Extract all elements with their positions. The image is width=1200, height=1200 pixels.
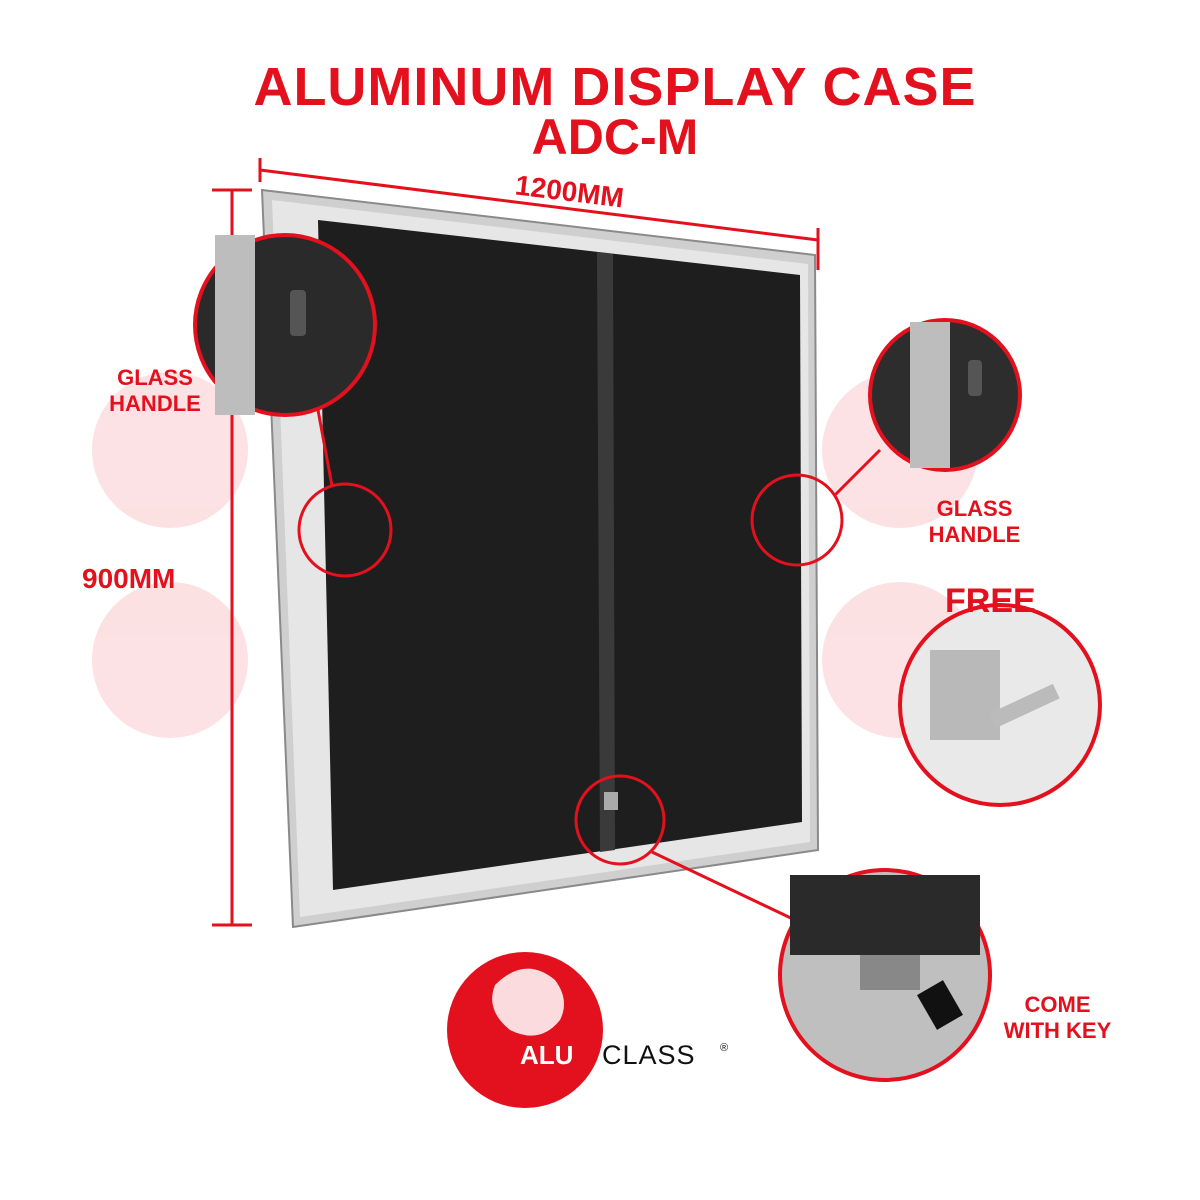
free-label: FREE xyxy=(945,582,1036,620)
logo-class-text: CLASS xyxy=(602,1040,696,1070)
label-line: HANDLE xyxy=(928,522,1021,547)
aluclass-logo xyxy=(447,952,603,1108)
label-line: GLASS xyxy=(117,365,193,390)
title-line-1: ALUMINUM DISPLAY CASE xyxy=(253,57,977,117)
sliding-door-divider xyxy=(597,252,615,852)
height-label: 900MM xyxy=(82,563,176,594)
title-line-2: ADC-M xyxy=(531,109,699,165)
callouts xyxy=(297,409,882,922)
label-line: HANDLE xyxy=(109,391,201,416)
zoom-circles xyxy=(193,233,1102,1082)
logo-alu-text: ALU xyxy=(520,1040,574,1070)
label-line: WITH KEY xyxy=(1003,1018,1112,1043)
come-with-key-label: COME WITH KEY xyxy=(995,992,1120,1044)
logo-registered-mark: ® xyxy=(720,1042,729,1054)
glass-handle-left-label: GLASS HANDLE xyxy=(95,365,215,417)
lock xyxy=(604,792,618,810)
label-line: GLASS xyxy=(936,496,1013,521)
label-line: COME xyxy=(1024,992,1091,1017)
black-panel xyxy=(318,220,802,890)
glass-handle-right-label: GLASS HANDLE xyxy=(912,496,1037,548)
